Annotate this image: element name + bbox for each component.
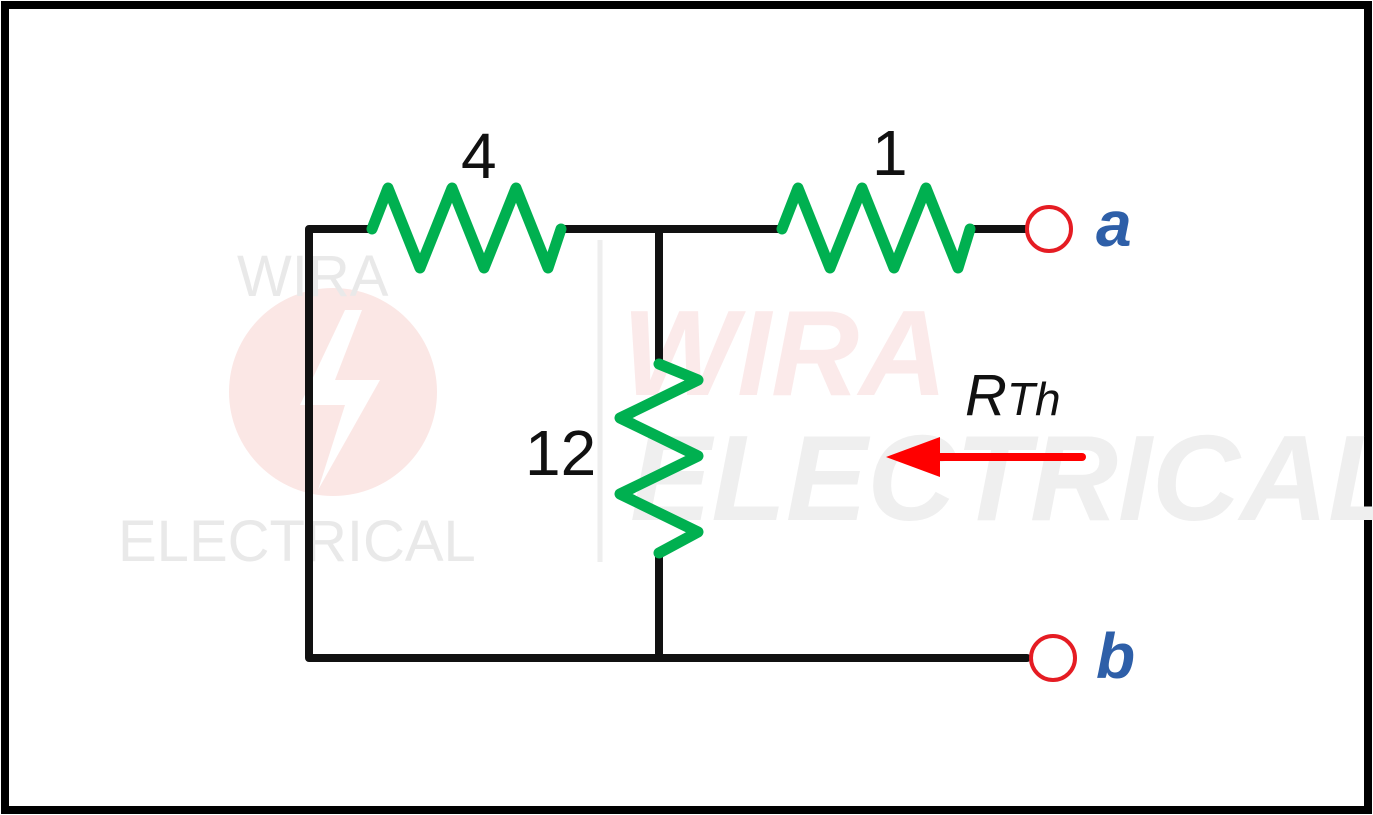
resistor-4-label: 4: [461, 120, 497, 192]
watermark: WIRA ELECTRICAL WIRA ELECTRICAL: [118, 240, 1373, 574]
rth-arrow-icon: [886, 437, 1086, 477]
resistors: [366, 182, 976, 559]
watermark-right-bottom-text: ELECTRICAL: [630, 410, 1373, 546]
resistor-1: [776, 182, 976, 274]
terminal-a-label: a: [1096, 188, 1132, 260]
resistor-1-label: 1: [872, 117, 908, 189]
terminal-b-label: b: [1096, 620, 1135, 692]
rth-main-text: R: [965, 363, 1007, 428]
resistor-12-label: 12: [525, 417, 596, 489]
watermark-left-bottom-text: ELECTRICAL: [118, 509, 476, 574]
watermark-right-top-text: WIRA: [622, 285, 947, 421]
wires: [305, 225, 1031, 662]
terminal-a-circle: [1025, 205, 1073, 253]
watermark-bolt-icon: [300, 310, 380, 490]
wire-left-loop: [305, 225, 663, 662]
resistor-4: [366, 182, 567, 274]
terminal-b-circle: [1029, 634, 1077, 682]
resistor-12: [614, 358, 704, 559]
rth-label: RTh: [965, 363, 1061, 428]
rth-sub-text: Th: [1007, 373, 1061, 425]
